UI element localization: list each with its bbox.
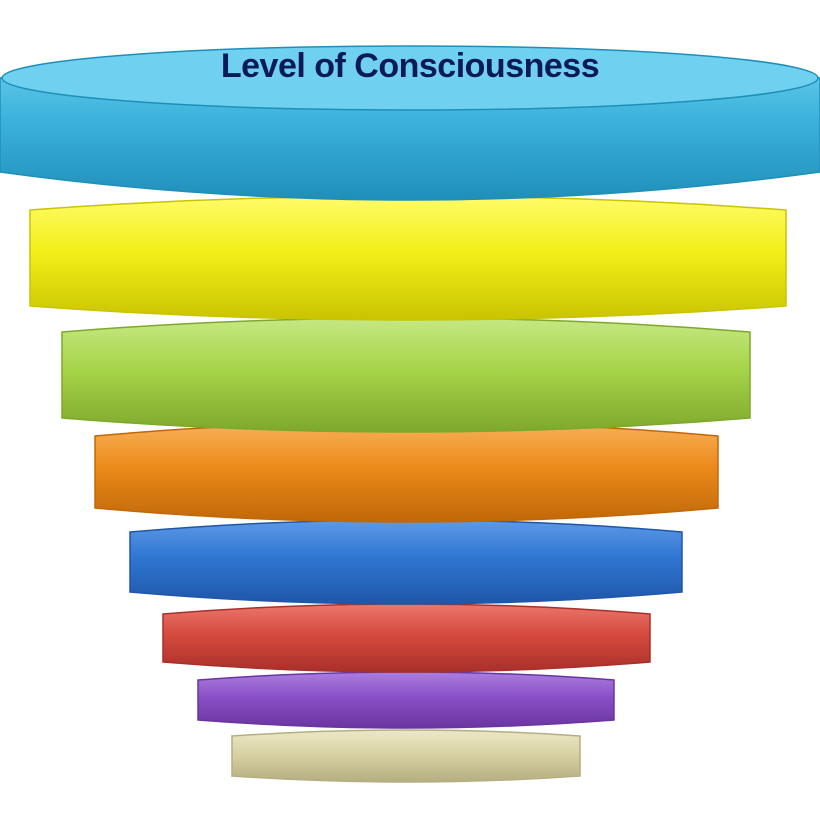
funnel-tier-8 xyxy=(231,729,581,783)
funnel-tier-5 xyxy=(129,519,683,605)
funnel-tier-4 xyxy=(94,421,719,523)
funnel-top-rim xyxy=(1,45,819,111)
funnel-tier-7 xyxy=(197,671,615,729)
funnel-tier-6 xyxy=(162,603,651,673)
funnel-tier-3 xyxy=(61,317,751,433)
funnel-tiers xyxy=(0,45,820,783)
funnel-tier-2 xyxy=(29,195,787,321)
diagram-title: Level of Consciousness xyxy=(221,47,599,85)
